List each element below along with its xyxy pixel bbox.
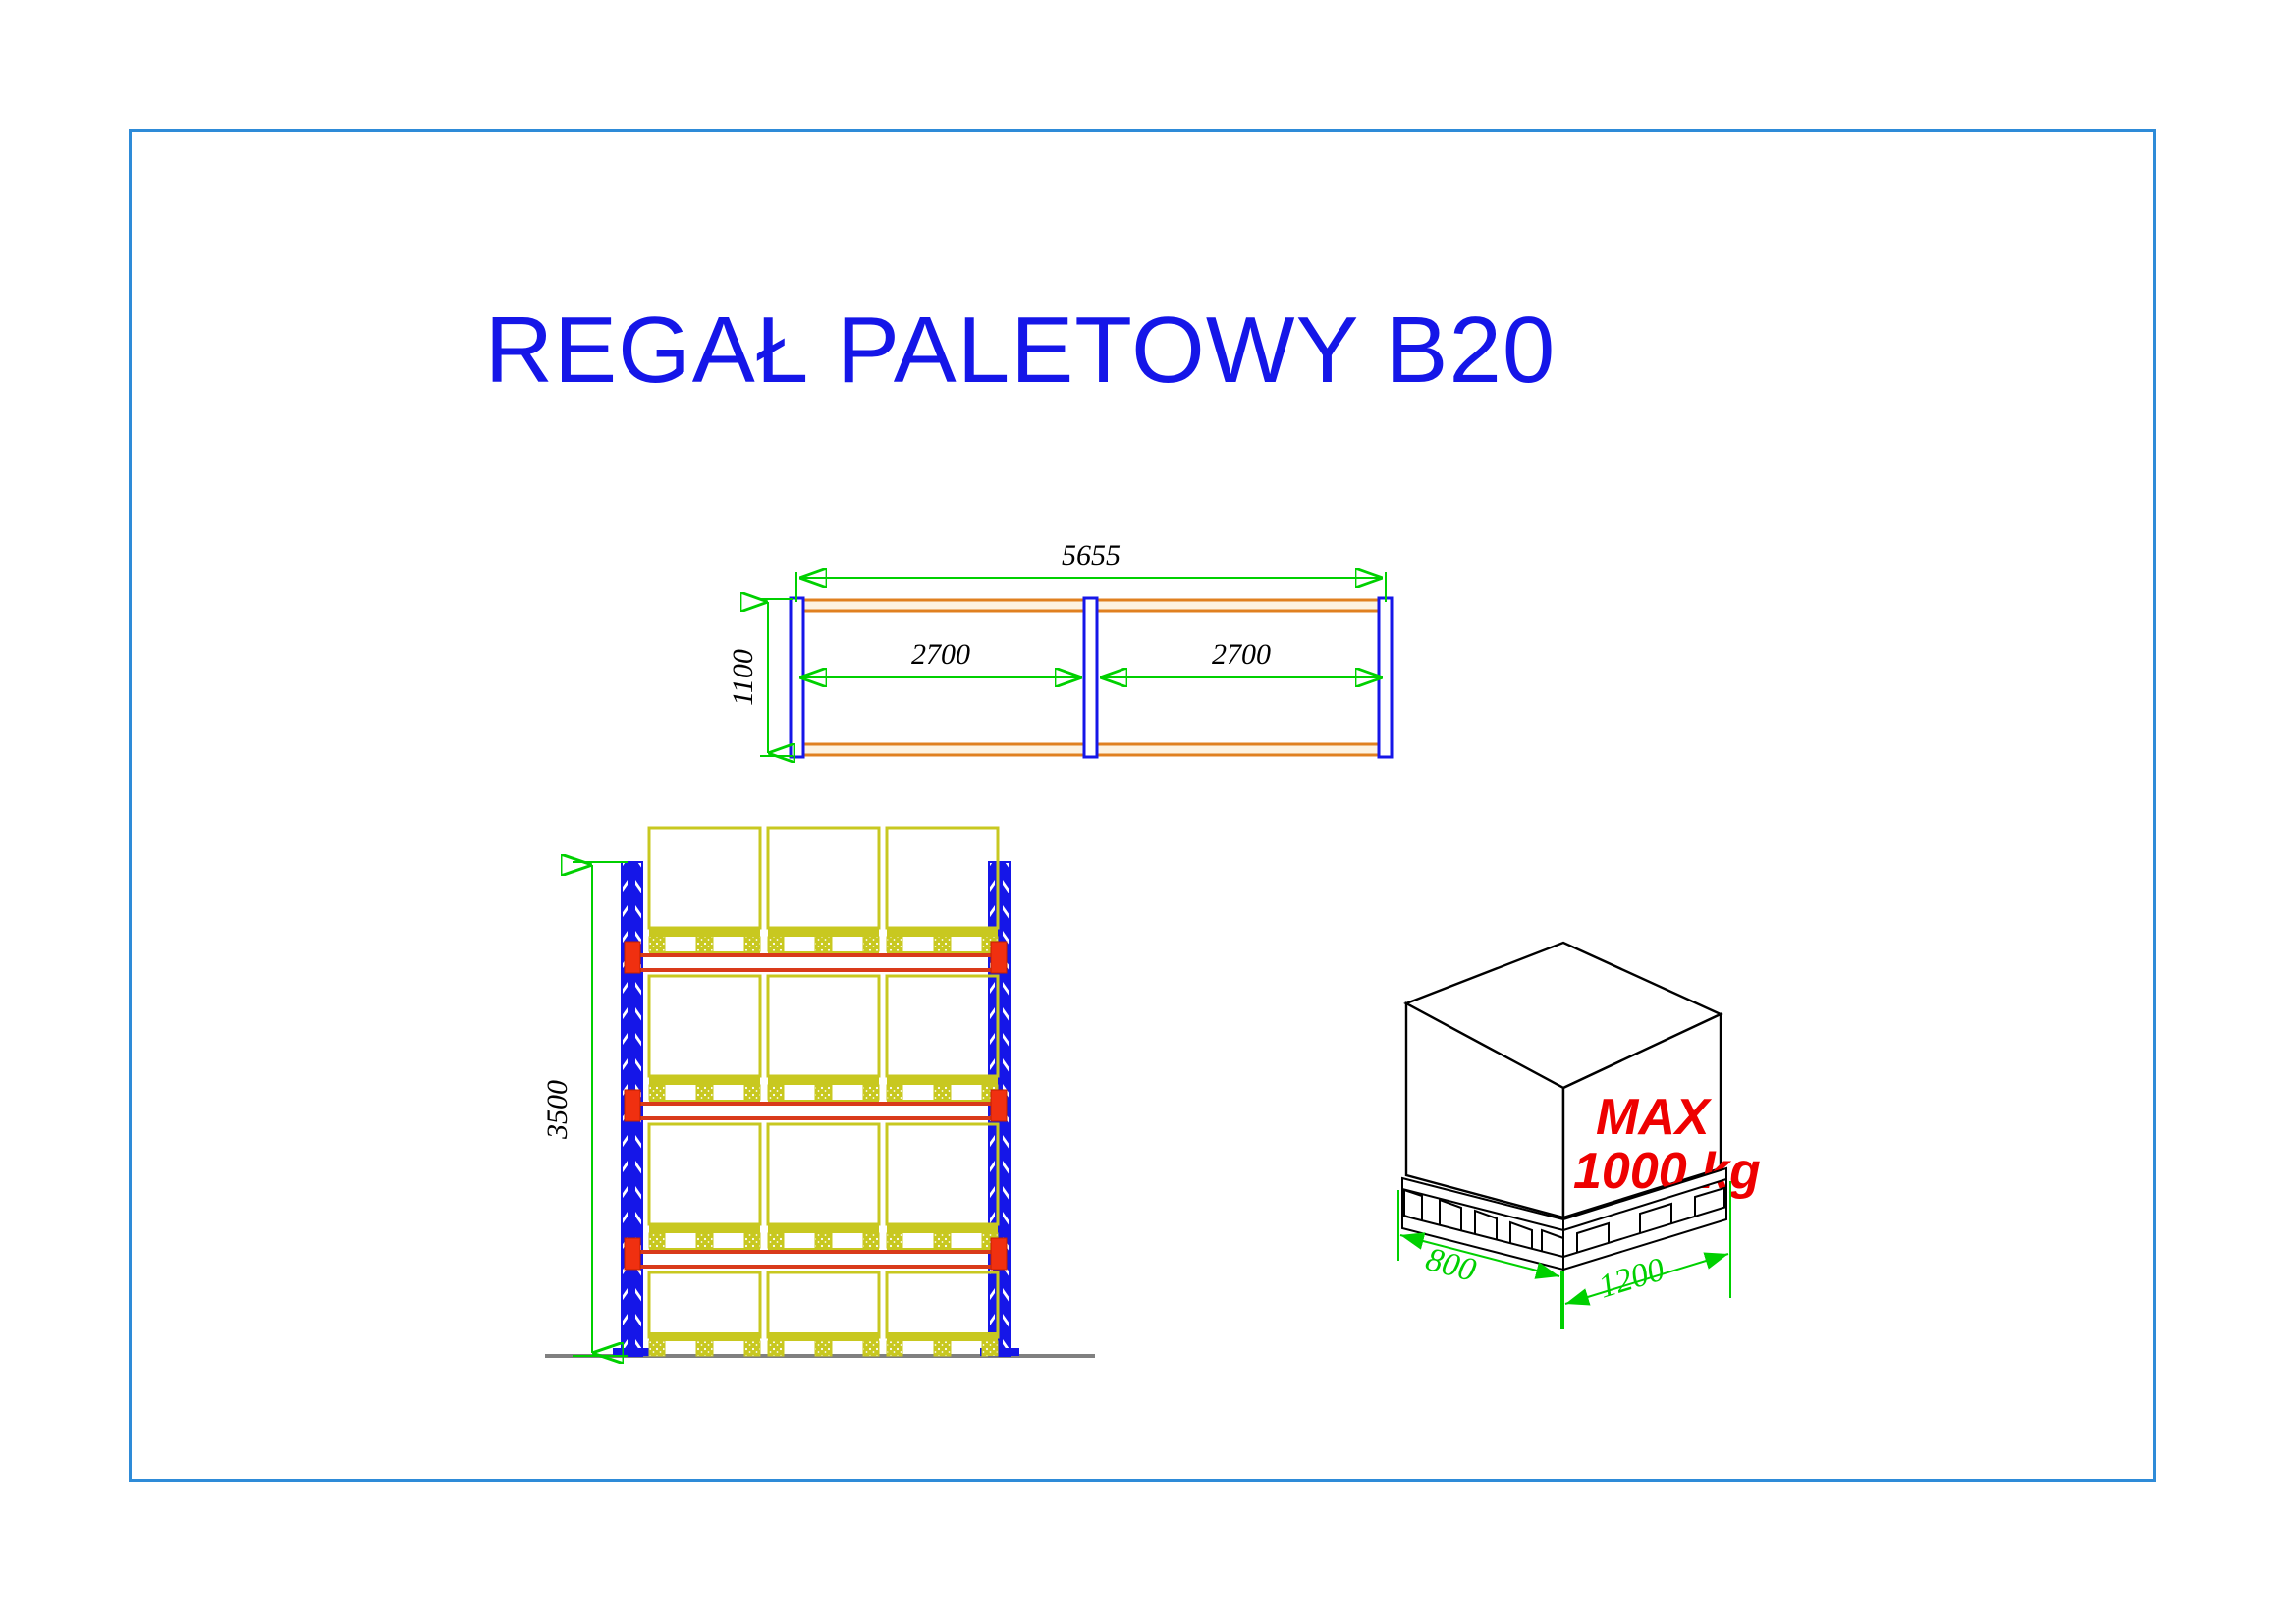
pallet-unit: [647, 1271, 762, 1357]
pallet-unit: [766, 826, 881, 955]
plan-beams: [801, 598, 1382, 757]
pallet-unit: [885, 1122, 1000, 1252]
beam-row-2: [624, 1089, 1008, 1122]
front-elevation-view: 3500: [541, 826, 1095, 1394]
beam-connector: [624, 1237, 641, 1271]
dim-label-bay2: 2700: [1212, 638, 1271, 671]
dim-label-1100: 1100: [727, 649, 759, 706]
beam-connector: [624, 941, 641, 974]
pallet-unit: [647, 826, 762, 955]
dim-bay-1: 2700: [799, 638, 1082, 677]
beam-connector: [990, 1089, 1008, 1122]
beam-row-1: [624, 1237, 1008, 1271]
beam-connector: [990, 1237, 1008, 1271]
dim-label-3500: 3500: [541, 1080, 574, 1140]
dim-overall-length: 5655: [795, 539, 1387, 602]
pallet-unit: [647, 1122, 762, 1252]
beam-connector: [624, 1089, 641, 1122]
max-load-line1: MAX: [1596, 1089, 1713, 1146]
sheet-border: [129, 129, 2156, 1482]
page-title: REGAŁ PALETOWY B20: [484, 298, 1557, 403]
dim-label-1200: 1200: [1595, 1251, 1669, 1305]
pallet-level-2: [647, 1122, 1000, 1252]
pallet-level-4: [647, 826, 1000, 955]
beam-row-3: [624, 941, 1008, 974]
pallet-unit: [885, 974, 1000, 1104]
top-plan-view: 5655 1100 2700 2700: [727, 539, 1394, 790]
pallet-unit: [766, 1122, 881, 1252]
load-box: [1403, 941, 1723, 1219]
pallet-isometric-view: MAX 1000 kg: [1397, 941, 1761, 1329]
dim-bay-2: 2700: [1100, 638, 1383, 677]
dim-label-5655: 5655: [1062, 539, 1121, 571]
pallet-level-3: [647, 974, 1000, 1104]
dim-total-height: 3500: [541, 862, 628, 1356]
dim-label-bay1: 2700: [911, 638, 970, 671]
pallet-level-1: [647, 1271, 1000, 1357]
pallet-unit: [647, 974, 762, 1104]
pallet-unit: [885, 1271, 1000, 1357]
max-load-label: MAX 1000 kg: [1573, 1089, 1761, 1200]
beam-connector: [990, 941, 1008, 974]
pallet-unit: [885, 826, 1000, 955]
dim-label-800: 800: [1422, 1241, 1480, 1289]
pallet-unit: [766, 974, 881, 1104]
pallet-unit: [766, 1271, 881, 1357]
dim-depth: 1100: [727, 599, 793, 756]
